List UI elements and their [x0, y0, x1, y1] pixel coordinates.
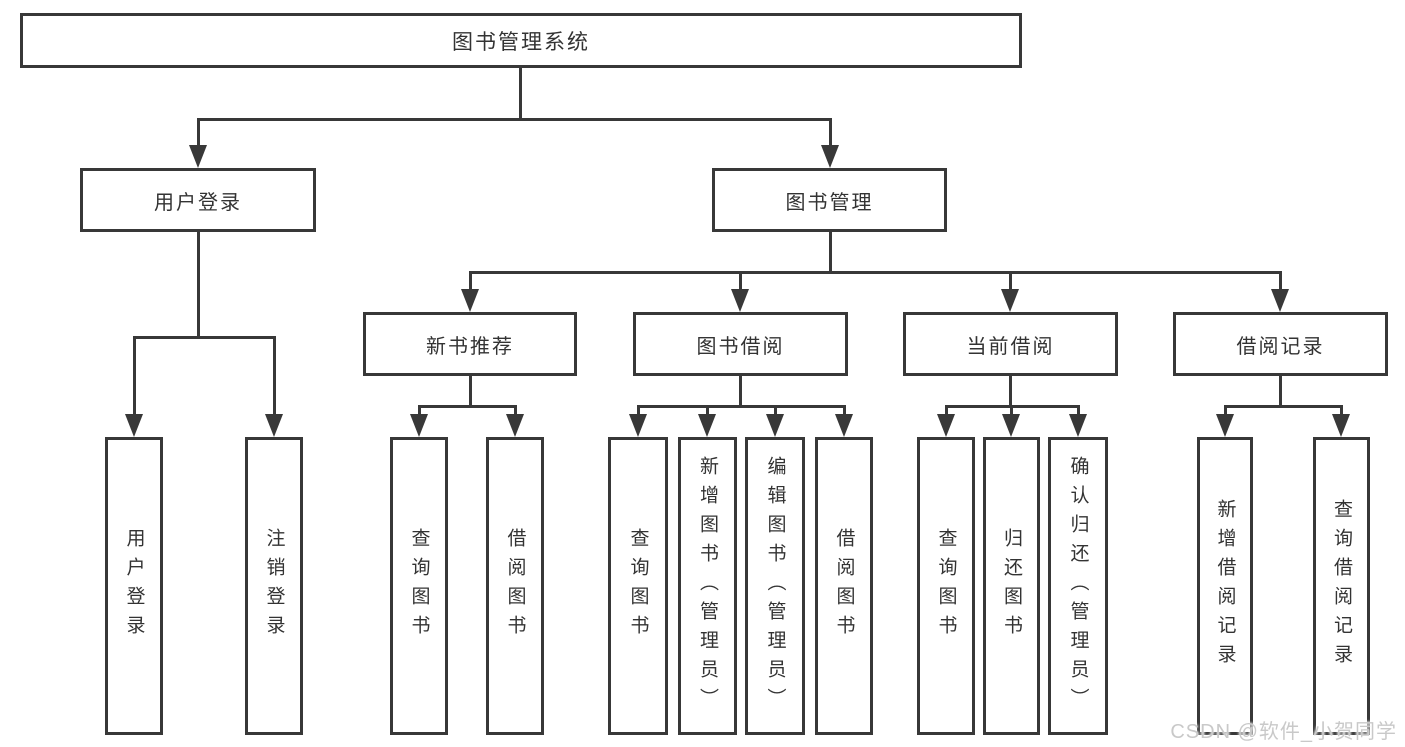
connector-line: [1009, 271, 1012, 292]
connector-line: [273, 336, 276, 417]
arrowhead-down: [835, 414, 853, 437]
arrowhead-down: [1332, 414, 1350, 437]
connector-line: [469, 271, 1282, 274]
node-label: 借阅记录: [1236, 335, 1325, 358]
node-label: 注销登录: [263, 528, 285, 644]
connector-line: [637, 405, 640, 417]
connector-line: [1224, 405, 1227, 417]
node-label: 新增图书（管理员）: [697, 455, 718, 717]
connector-line: [469, 376, 472, 407]
arrowhead-down: [1271, 289, 1289, 312]
node-label: 新书推荐: [426, 335, 514, 358]
node-library-management-system: 图书管理系统: [20, 13, 1022, 68]
leaf-query-borrow-record: 查询借阅记录: [1313, 437, 1370, 735]
connector-line: [829, 232, 832, 274]
connector-line: [197, 232, 200, 339]
node-borrow-records: 借阅记录: [1173, 312, 1388, 376]
node-label: 用户登录: [154, 191, 242, 214]
node-label: 查询借阅记录: [1331, 499, 1352, 673]
node-current-borrow: 当前借阅: [903, 312, 1118, 376]
leaf-borrow-book-2: 借阅图书: [815, 437, 873, 735]
connector-line: [706, 405, 709, 417]
node-label: 当前借阅: [966, 335, 1055, 358]
connector-line: [774, 405, 777, 417]
connector-line: [843, 405, 846, 417]
connector-line: [1224, 405, 1343, 408]
node-label: 编辑图书（管理员）: [764, 455, 786, 717]
connector-line: [418, 405, 421, 417]
arrowhead-down: [629, 414, 647, 437]
connector-line: [1077, 405, 1080, 417]
connector-line: [739, 271, 742, 292]
leaf-borrow-book-1: 借阅图书: [486, 437, 544, 735]
leaf-return-book: 归还图书: [983, 437, 1040, 735]
arrowhead-down: [125, 414, 143, 437]
connector-line: [133, 336, 136, 417]
connector-line: [519, 68, 522, 121]
arrowhead-down: [1001, 289, 1019, 312]
leaf-add-book-admin: 新增图书（管理员）: [678, 437, 737, 735]
leaf-user-login: 用户登录: [105, 437, 163, 735]
leaf-logout: 注销登录: [245, 437, 303, 735]
connector-line: [1279, 376, 1282, 407]
node-label: 图书借阅: [696, 335, 785, 358]
arrowhead-down: [731, 289, 749, 312]
connector-line: [1009, 376, 1012, 407]
node-label: 查询图书: [935, 528, 957, 644]
node-label: 查询图书: [408, 528, 430, 644]
arrowhead-down: [265, 414, 283, 437]
connector-line: [1340, 405, 1343, 417]
node-label: 新增借阅记录: [1214, 499, 1236, 673]
leaf-confirm-return-admin: 确认归还（管理员）: [1048, 437, 1108, 735]
node-label: 图书管理: [785, 191, 874, 214]
leaf-edit-book-admin: 编辑图书（管理员）: [745, 437, 805, 735]
node-label: 借阅图书: [504, 528, 526, 644]
connector-line: [469, 271, 472, 292]
connector-line: [197, 118, 200, 148]
csdn-watermark: CSDN @软件_小贺同学: [1170, 721, 1397, 743]
node-label: 借阅图书: [833, 528, 855, 644]
arrowhead-down: [410, 414, 428, 437]
arrowhead-down: [937, 414, 955, 437]
connector-line: [418, 405, 517, 408]
arrowhead-down: [766, 414, 784, 437]
connector-line: [1010, 405, 1013, 417]
arrowhead-down: [506, 414, 524, 437]
connector-line: [197, 118, 832, 121]
connector-line: [637, 405, 846, 408]
leaf-query-book-1: 查询图书: [390, 437, 448, 735]
arrowhead-down: [1216, 414, 1234, 437]
leaf-add-borrow-record: 新增借阅记录: [1197, 437, 1253, 735]
node-label: 用户登录: [123, 528, 145, 644]
node-user-login: 用户登录: [80, 168, 316, 232]
node-label: 归还图书: [1001, 528, 1022, 644]
arrowhead-down: [461, 289, 479, 312]
connector-line: [1279, 271, 1282, 292]
connector-line: [514, 405, 517, 417]
leaf-query-book-2: 查询图书: [608, 437, 668, 735]
arrowhead-down: [1069, 414, 1087, 437]
connector-line: [829, 118, 832, 148]
connector-line: [133, 336, 276, 339]
leaf-query-book-3: 查询图书: [917, 437, 975, 735]
node-book-borrow: 图书借阅: [633, 312, 848, 376]
arrowhead-down: [189, 145, 207, 168]
node-book-management: 图书管理: [712, 168, 947, 232]
node-label: 查询图书: [627, 528, 649, 644]
arrowhead-down: [1002, 414, 1020, 437]
node-label: 图书管理系统: [452, 30, 590, 54]
arrowhead-down: [698, 414, 716, 437]
connector-line: [945, 405, 948, 417]
node-new-book-recommend: 新书推荐: [363, 312, 577, 376]
node-label: 确认归还（管理员）: [1067, 455, 1089, 717]
arrowhead-down: [821, 145, 839, 168]
connector-line: [739, 376, 742, 407]
